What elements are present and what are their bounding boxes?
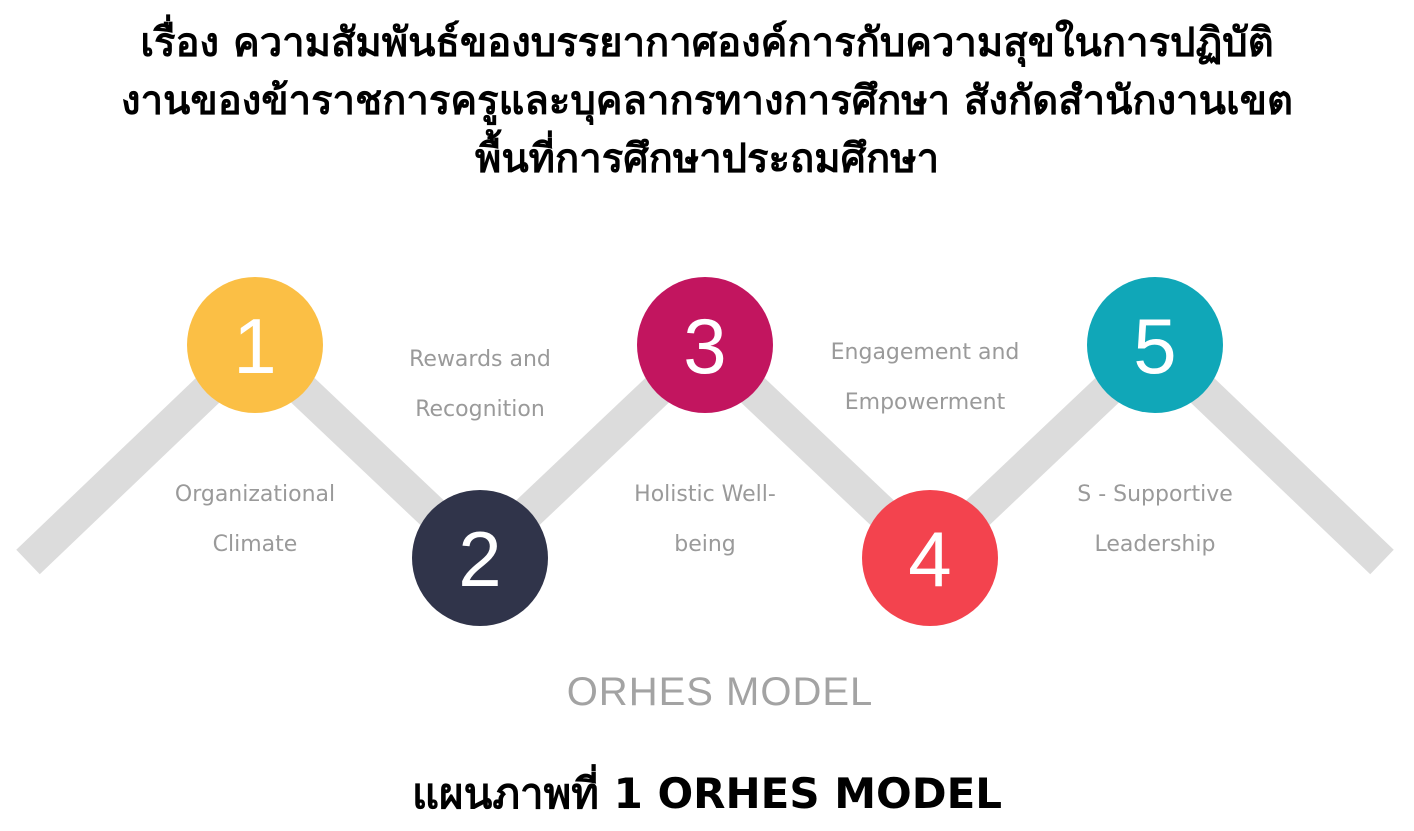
step-1-number: 1 (233, 302, 276, 390)
step-5-number: 5 (1133, 302, 1176, 390)
step-5-label-line-2: Leadership (1095, 532, 1216, 557)
step-3-label-line-1: Holistic Well- (634, 482, 776, 507)
step-4-number: 4 (908, 515, 951, 603)
figure-caption: แผนภาพที่ 1 ORHES MODEL (411, 769, 1003, 818)
step-3-circle (637, 277, 773, 413)
step-1: 1 Organizational Climate (175, 277, 335, 557)
step-5-circle (1087, 277, 1223, 413)
step-2-label-line-1: Rewards and (409, 347, 551, 372)
step-1-label-line-2: Climate (213, 532, 298, 557)
step-2: 2 Rewards and Recognition (409, 347, 551, 626)
step-1-label-line-1: Organizational (175, 482, 335, 507)
step-2-number: 2 (458, 515, 501, 603)
step-4-circle (862, 490, 998, 626)
step-4: 4 Engagement and Empowerment (831, 340, 1020, 626)
step-2-circle (412, 490, 548, 626)
step-4-label-line-2: Empowerment (845, 390, 1006, 415)
title-line-2: งานของข้าราชการครูและบุคลากรทางการศึกษา … (121, 78, 1293, 124)
title-line-1: เรื่อง ความสัมพันธ์ของบรรยากาศองค์การกับ… (140, 20, 1274, 66)
step-2-label-line-2: Recognition (415, 397, 545, 422)
step-1-circle (187, 277, 323, 413)
step-5-label-line-1: S - Supportive (1077, 482, 1233, 507)
model-name: ORHES MODEL (567, 670, 874, 714)
step-4-label-line-1: Engagement and (831, 340, 1020, 365)
page-title: เรื่อง ความสัมพันธ์ของบรรยากาศองค์การกับ… (0, 14, 1414, 188)
step-3-label-line-2: being (674, 532, 736, 557)
step-3: 3 Holistic Well- being (634, 277, 776, 557)
title-line-3: พื้นที่การศึกษาประถมศึกษา (474, 136, 940, 182)
step-3-number: 3 (683, 302, 726, 390)
step-5: 5 S - Supportive Leadership (1077, 277, 1233, 557)
